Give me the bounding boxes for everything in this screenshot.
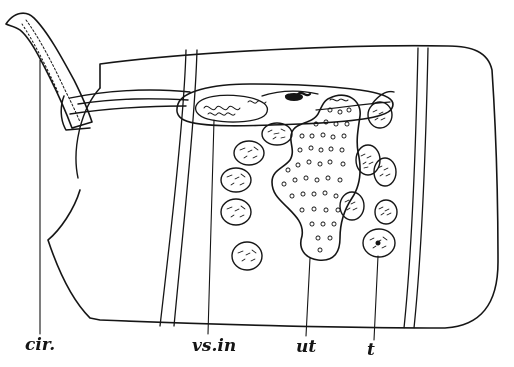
testis-follicle [221, 199, 251, 225]
testes [221, 102, 397, 270]
excretory-canals-right [404, 48, 428, 328]
leader-vsin [208, 120, 214, 334]
testis-follicle [221, 168, 251, 192]
testis-follicle [232, 242, 262, 270]
testis-follicle [375, 200, 397, 224]
testis-follicle [374, 158, 396, 186]
label-testis: t [367, 342, 375, 359]
label-cirrus: cir. [25, 337, 55, 354]
label-vesicula-seminalis-interna: vs.in [192, 338, 236, 355]
leader-ut [306, 258, 310, 336]
cirrus-sac [177, 84, 394, 126]
testis-follicle [363, 229, 395, 257]
testis-follicle [262, 123, 292, 145]
label-uterus: ut [296, 339, 316, 356]
testis-follicle [234, 141, 264, 165]
testis-follicle [340, 192, 364, 220]
uterus [272, 95, 360, 260]
